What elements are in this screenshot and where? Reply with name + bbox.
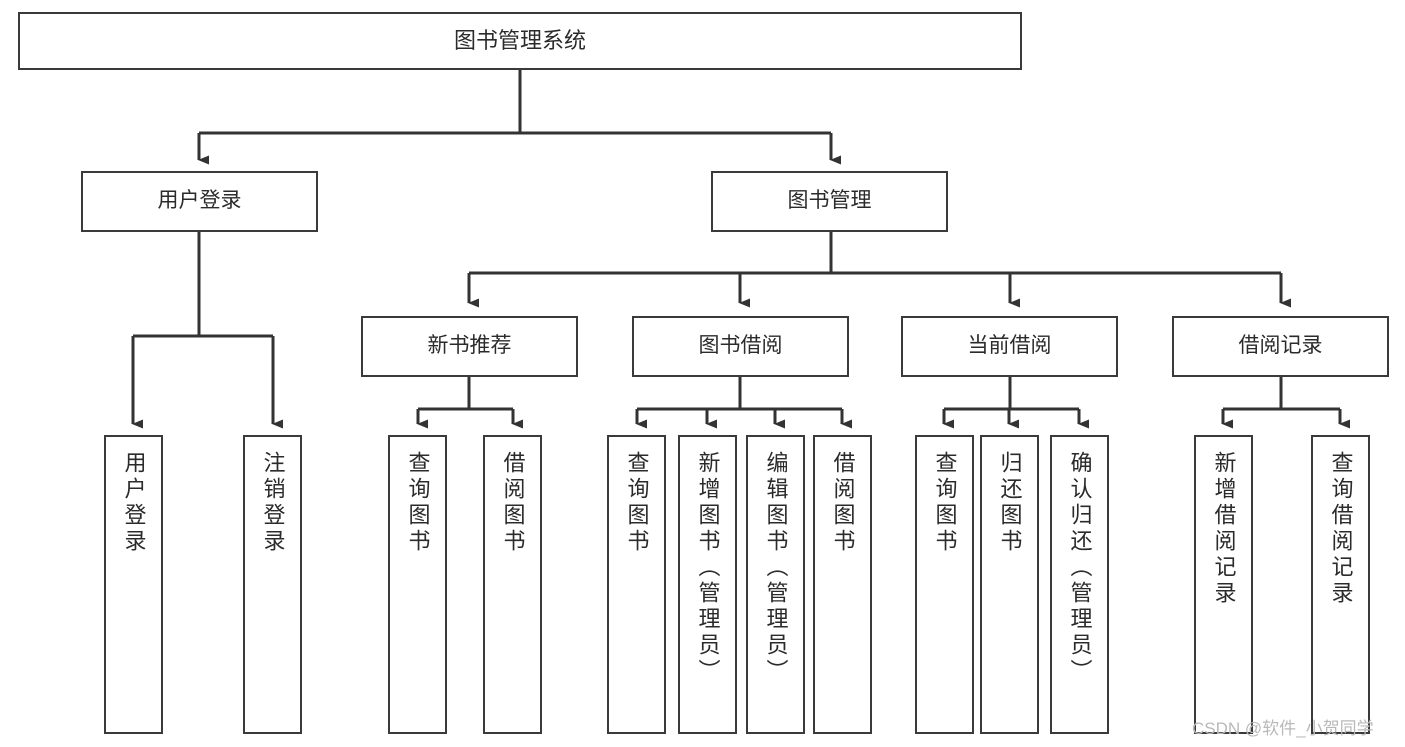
leaf-current-confirm-return-admin[interactable]: 确认归还（管理员）: [1050, 435, 1109, 734]
leaf-recommend-query-book[interactable]: 查询图书: [388, 435, 447, 734]
node-label: 借阅图书: [500, 451, 526, 555]
node-label: 编辑图书（管理员）: [763, 451, 789, 685]
node-label: 查询图书: [624, 451, 650, 555]
node-user-login[interactable]: 用户登录: [81, 171, 318, 232]
node-root-system[interactable]: 图书管理系统: [18, 12, 1022, 70]
leaf-current-query-book[interactable]: 查询图书: [915, 435, 974, 734]
node-label: 新增借阅记录: [1211, 451, 1237, 607]
node-label: 查询图书: [405, 451, 431, 555]
node-book-management[interactable]: 图书管理: [711, 171, 948, 232]
node-label: 借阅记录: [1238, 334, 1323, 358]
node-label: 图书借阅: [698, 334, 783, 358]
leaf-user-login[interactable]: 用户登录: [104, 435, 163, 734]
leaf-borrow-add-book-admin[interactable]: 新增图书（管理员）: [678, 435, 737, 734]
leaf-borrow-edit-book-admin[interactable]: 编辑图书（管理员）: [746, 435, 805, 734]
node-label: 图书管理系统: [453, 28, 586, 54]
node-borrow-record[interactable]: 借阅记录: [1172, 316, 1389, 377]
node-label: 借阅图书: [830, 451, 856, 555]
node-current-borrow[interactable]: 当前借阅: [901, 316, 1118, 377]
leaf-current-return-book[interactable]: 归还图书: [980, 435, 1039, 734]
node-label: 用户登录: [157, 189, 242, 213]
node-label: 确认归还（管理员）: [1067, 451, 1093, 685]
node-label: 图书管理: [787, 189, 872, 213]
leaf-borrow-borrow-book[interactable]: 借阅图书: [813, 435, 872, 734]
leaf-recommend-borrow-book[interactable]: 借阅图书: [483, 435, 542, 734]
leaf-record-add-borrow-record[interactable]: 新增借阅记录: [1194, 435, 1253, 734]
node-label: 用户登录: [121, 451, 147, 555]
csdn-watermark: CSDN @软件_小贺同学: [1192, 719, 1374, 738]
node-book-borrow[interactable]: 图书借阅: [632, 316, 849, 377]
node-label: 归还图书: [997, 451, 1023, 555]
node-label: 注销登录: [260, 451, 286, 555]
leaf-record-query-borrow-record[interactable]: 查询借阅记录: [1311, 435, 1370, 734]
node-label: 查询借阅记录: [1328, 451, 1354, 607]
node-label: 新增图书（管理员）: [695, 451, 721, 685]
node-new-book-recommend[interactable]: 新书推荐: [361, 316, 578, 377]
node-label: 查询图书: [932, 451, 958, 555]
leaf-user-logout[interactable]: 注销登录: [243, 435, 302, 734]
leaf-borrow-query-book[interactable]: 查询图书: [607, 435, 666, 734]
node-label: 当前借阅: [967, 334, 1052, 358]
node-label: 新书推荐: [427, 334, 512, 358]
